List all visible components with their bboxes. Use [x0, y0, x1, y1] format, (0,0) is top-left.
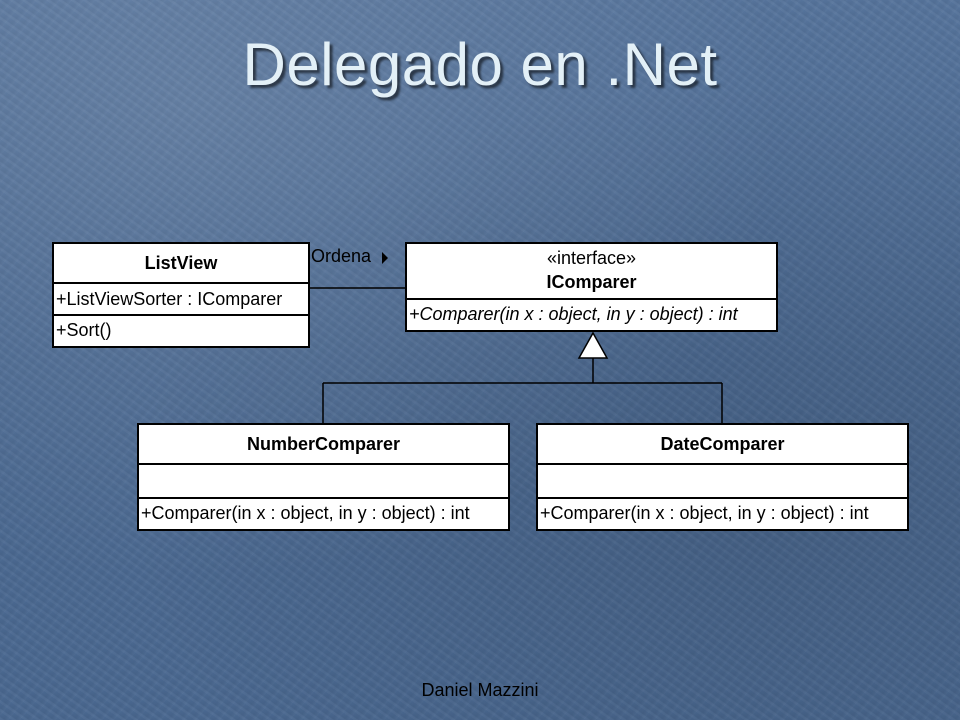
class-operation: +Sort(): [56, 320, 112, 340]
class-attribute: +ListViewSorter : IComparer: [54, 284, 308, 316]
association-direction-arrow-icon: [382, 252, 388, 264]
association-label: Ordena: [311, 246, 372, 266]
class-name: DateComparer: [538, 425, 907, 465]
class-listview: ListView +ListViewSorter : IComparer +So…: [52, 242, 310, 348]
class-operation: +Comparer(in x : object, in y : object) …: [141, 503, 470, 523]
class-attributes-empty: [538, 465, 907, 499]
class-operation: +Comparer(in x : object, in y : object) …: [409, 304, 738, 324]
slide-footer: Daniel Mazzini: [421, 680, 539, 700]
class-name: NumberComparer: [139, 425, 508, 465]
class-name: ListView: [54, 244, 308, 284]
class-operation: +Comparer(in x : object, in y : object) …: [540, 503, 869, 523]
class-stereotype: «interface»: [546, 248, 637, 268]
class-header: «interface» IComparer: [407, 244, 776, 300]
class-attributes-empty: [139, 465, 508, 499]
class-icomparer: «interface» IComparer +Comparer(in x : o…: [405, 242, 778, 332]
inheritance-triangle: [577, 331, 609, 359]
slide-title: Delegado en .Net: [242, 31, 718, 98]
class-numbercomparer: NumberComparer +Comparer(in x : object, …: [137, 423, 510, 531]
class-datecomparer: DateComparer +Comparer(in x : object, in…: [536, 423, 909, 531]
class-name: IComparer: [546, 272, 637, 292]
